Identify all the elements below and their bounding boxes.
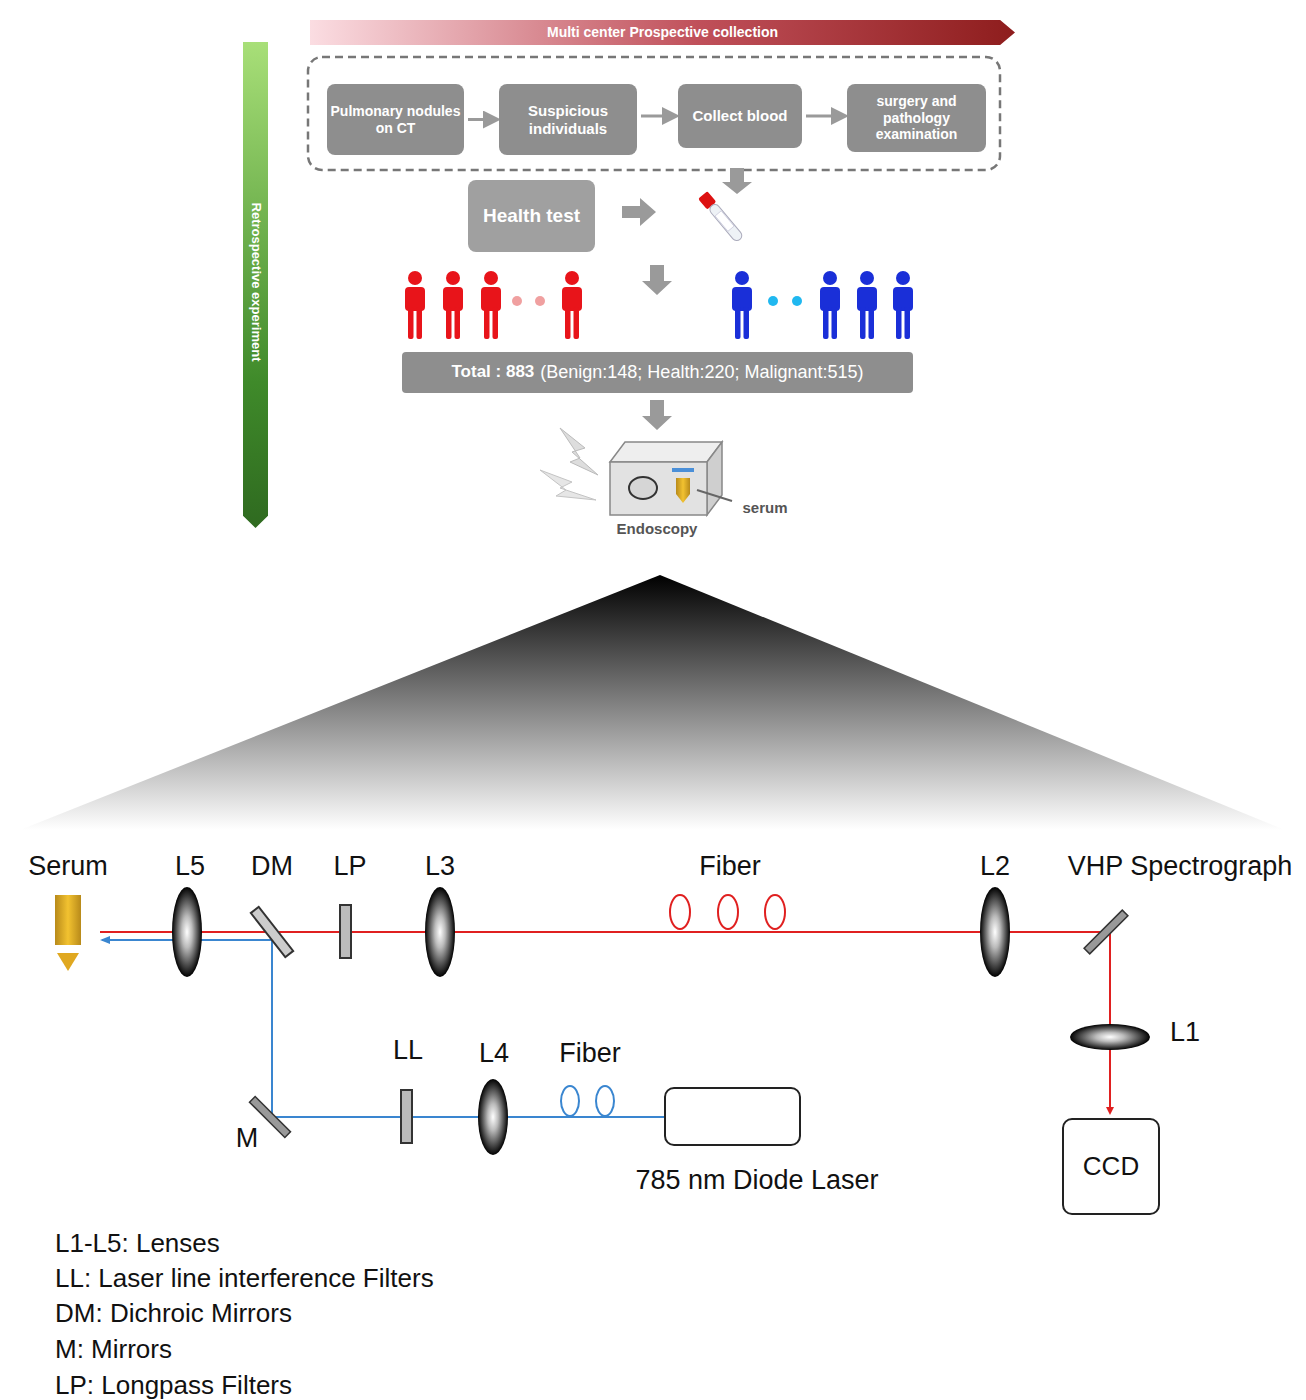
part-label: L4 — [479, 1038, 509, 1069]
node-text: Pulmonary nodules on CT — [327, 103, 464, 137]
part-label: VHP Spectrograph — [1068, 851, 1293, 882]
part-label: L5 — [175, 851, 205, 882]
node-text: Multi center Prospective collection — [547, 24, 778, 41]
part-label: L2 — [980, 851, 1010, 882]
part-label: L1 — [1170, 1017, 1200, 1048]
legend-text: LP: Longpass Filters — [55, 1370, 292, 1400]
part-label: LL — [393, 1035, 423, 1066]
legend-text: LL: Laser line interference Filters — [55, 1263, 434, 1294]
flow-arrow — [806, 115, 843, 118]
legend-text: M: Mirrors — [55, 1334, 172, 1365]
part-label: Fiber — [559, 1038, 621, 1069]
flow-arrow — [468, 118, 495, 121]
legend-text: DM: Dichroic Mirrors — [55, 1298, 292, 1329]
flow-arrow — [641, 115, 674, 118]
part-label: serum — [742, 499, 787, 516]
part-label: Serum — [28, 851, 108, 882]
node-text: Retrospective experiment — [248, 203, 264, 362]
part-label: Fiber — [699, 851, 761, 882]
node-text: (Benign:148; Health:220; Malignant:515) — [540, 362, 863, 384]
process-box: CCD — [1062, 1118, 1160, 1215]
process-box: Pulmonary nodules on CT — [327, 84, 464, 155]
process-box: Health test — [468, 180, 595, 252]
arrow-band: Multi center Prospective collection — [310, 20, 1015, 45]
part-label: 785 nm Diode Laser — [635, 1165, 878, 1196]
node-text: Collect blood — [693, 107, 788, 125]
legend-text: L1-L5: Lenses — [55, 1228, 220, 1259]
part-label: L3 — [425, 851, 455, 882]
part-label: DM — [251, 851, 293, 882]
node-text: CCD — [1083, 1151, 1139, 1182]
node-text: Health test — [483, 205, 580, 228]
process-box: Collect blood — [678, 84, 802, 148]
process-box: surgery and pathology examination — [847, 84, 986, 152]
part-label: LP — [333, 851, 366, 882]
node-text: Suspicious individuals — [499, 102, 637, 138]
part-label: M — [236, 1123, 259, 1154]
process-box: Total : 883 (Benign:148; Health:220; Mali… — [402, 352, 913, 393]
node-text: surgery and pathology examination — [847, 93, 986, 143]
process-box: Suspicious individuals — [499, 84, 637, 155]
node-text: Total : 883 — [451, 362, 534, 382]
arrow-band: Retrospective experiment — [243, 42, 268, 528]
part-label: Endoscopy — [617, 520, 698, 537]
